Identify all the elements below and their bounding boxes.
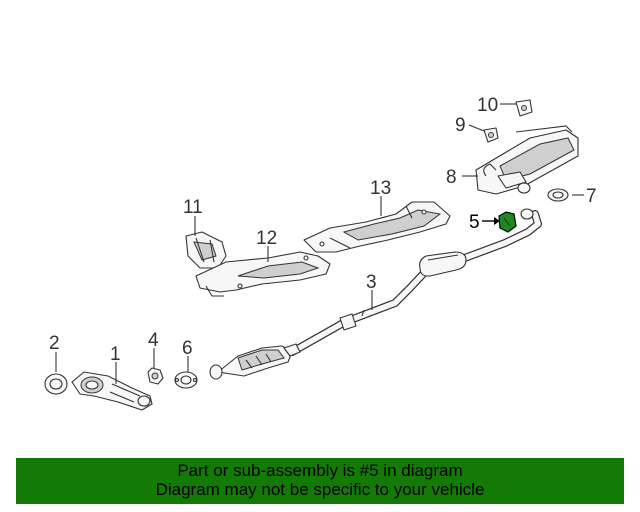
part-9-hanger-rubber [483,127,499,143]
callout-10: 10 [477,95,498,116]
part-3-exhaust-pipe [209,208,542,380]
callout-4: 4 [148,330,159,351]
part-7-gasket [547,188,569,202]
callout-3: 3 [366,272,377,293]
part-info-banner: Part or sub-assembly is #5 in diagram Di… [16,458,624,504]
callout-9: 9 [455,115,466,136]
callout-5: 5 [469,212,480,233]
callout-12: 12 [256,228,277,249]
part-10-hanger-rubber [515,99,533,117]
part-12-heat-shield [195,251,331,297]
part-4-clamp [147,367,164,385]
part-11-bracket [185,231,227,269]
callout-11: 11 [183,197,203,218]
callout-labels: 2 1 4 6 3 11 12 13 8 9 10 7 5 [49,95,597,365]
callout-1: 1 [110,344,121,365]
part-5-highlighted [498,211,517,233]
part-6-gasket [174,371,198,389]
callout-7: 7 [586,186,597,207]
callout-6: 6 [182,338,193,359]
callout-8: 8 [446,167,457,188]
banner-line-disclaimer: Diagram may not be specific to your vehi… [155,480,485,499]
part-8-muffler [475,125,579,195]
part-2-gasket [44,373,68,395]
callout-2: 2 [49,333,60,354]
callout-13: 13 [370,178,391,199]
banner-line-part: Part or sub-assembly is #5 in diagram [177,461,463,480]
leader-lines [55,103,584,384]
part-1-front-pipe [71,371,153,411]
part-13-heat-shield [303,201,451,253]
